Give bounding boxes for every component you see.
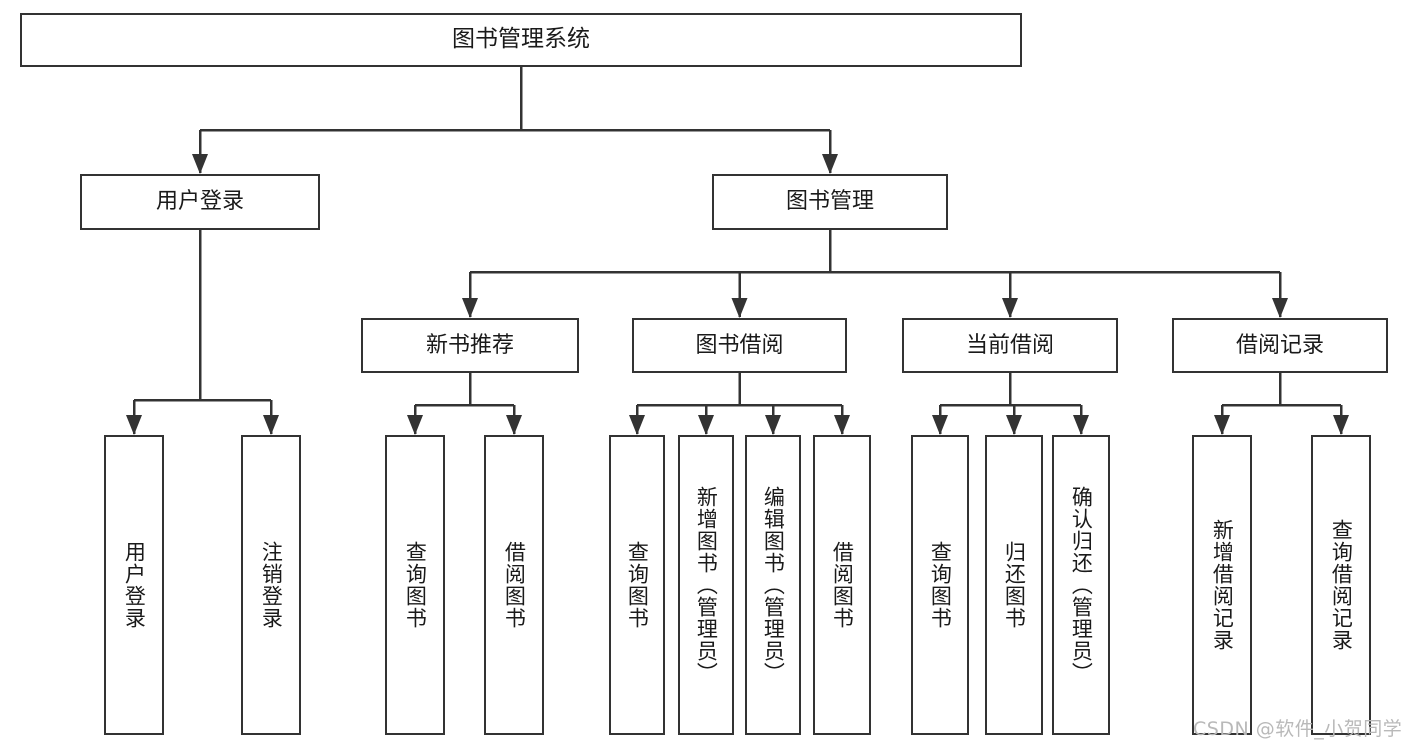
node-leaf-query-book-1: 查询图书 xyxy=(385,435,445,735)
node-label: 编辑图书（管理员） xyxy=(761,486,786,684)
node-book-manage: 图书管理 xyxy=(712,174,948,230)
node-label: 查询借阅记录 xyxy=(1329,519,1354,651)
node-label: 新书推荐 xyxy=(425,332,514,358)
node-label: 查询图书 xyxy=(403,541,428,629)
node-current-borrow: 当前借阅 xyxy=(902,318,1118,373)
node-label: 当前借阅 xyxy=(965,332,1054,358)
node-label: 新增借阅记录 xyxy=(1210,519,1235,651)
node-leaf-query-book-2: 查询图书 xyxy=(609,435,665,735)
node-leaf-query-book-3: 查询图书 xyxy=(911,435,969,735)
node-leaf-edit-book: 编辑图书（管理员） xyxy=(745,435,801,735)
node-root: 图书管理系统 xyxy=(20,13,1022,67)
node-borrow-record: 借阅记录 xyxy=(1172,318,1388,373)
node-label: 用户登录 xyxy=(122,541,147,629)
node-leaf-user-login: 用户登录 xyxy=(104,435,164,735)
node-label: 确认归还（管理员） xyxy=(1069,486,1094,684)
node-label: 用户登录 xyxy=(155,189,244,215)
node-leaf-borrow-book-1: 借阅图书 xyxy=(484,435,544,735)
node-leaf-logout: 注销登录 xyxy=(241,435,301,735)
node-leaf-add-record: 新增借阅记录 xyxy=(1192,435,1252,735)
node-label: 新增图书（管理员） xyxy=(694,486,719,684)
node-label: 图书借阅 xyxy=(695,332,784,358)
node-user-login: 用户登录 xyxy=(80,174,320,230)
node-label: 借阅记录 xyxy=(1235,332,1324,358)
node-new-book-rec: 新书推荐 xyxy=(361,318,579,373)
node-leaf-borrow-book-2: 借阅图书 xyxy=(813,435,871,735)
node-label: 归还图书 xyxy=(1002,541,1027,629)
node-label: 查询图书 xyxy=(625,541,650,629)
node-leaf-return-book: 归还图书 xyxy=(985,435,1043,735)
node-label: 借阅图书 xyxy=(830,541,855,629)
node-label: 图书管理 xyxy=(785,189,874,215)
node-label: 查询图书 xyxy=(928,541,953,629)
node-label: 借阅图书 xyxy=(502,541,527,629)
node-leaf-query-record: 查询借阅记录 xyxy=(1311,435,1371,735)
node-leaf-confirm-return: 确认归还（管理员） xyxy=(1052,435,1110,735)
node-label: 图书管理系统 xyxy=(452,26,590,53)
node-leaf-add-book: 新增图书（管理员） xyxy=(678,435,734,735)
node-book-borrow: 图书借阅 xyxy=(632,318,847,373)
node-label: 注销登录 xyxy=(259,541,284,629)
